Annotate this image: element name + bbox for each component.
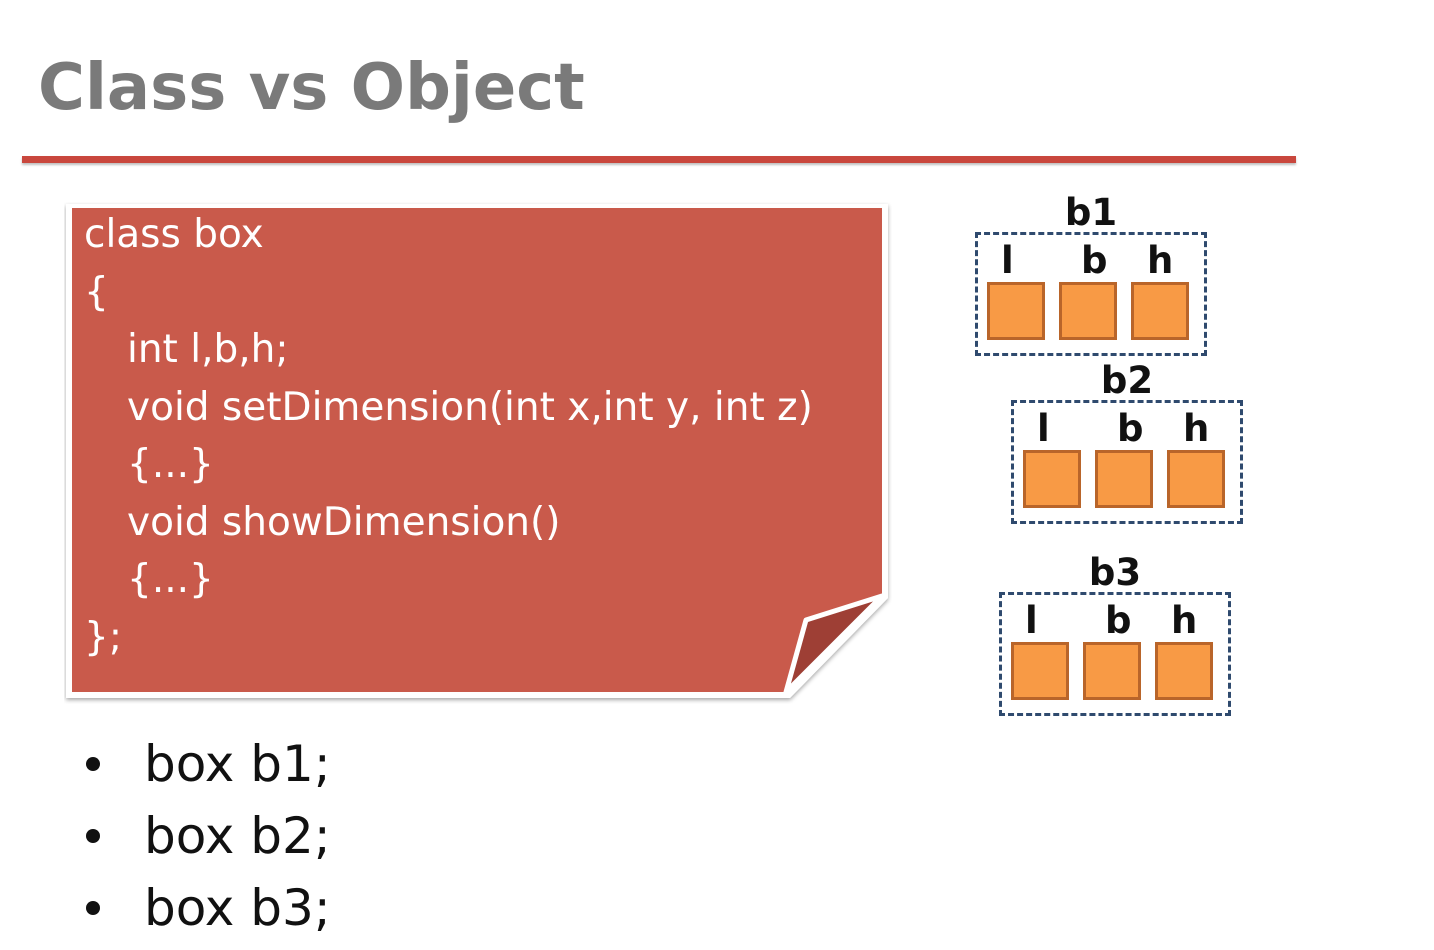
member-label: l (1037, 407, 1050, 450)
object-b2: b2 l b h (1011, 360, 1243, 526)
code-line: }; (84, 614, 122, 660)
code-line: class box (84, 212, 264, 257)
member-cell (1023, 450, 1081, 508)
object-frame (999, 592, 1231, 716)
member-label: h (1147, 239, 1174, 282)
code-note-card: class box { int l,b,h; void setDimension… (64, 202, 892, 704)
member-label: b (1081, 239, 1108, 282)
code-line: int l,b,h; (127, 327, 289, 372)
bullet-icon (86, 901, 100, 915)
member-cell (1167, 450, 1225, 508)
member-label: h (1171, 599, 1198, 642)
list-item-text: box b1; (144, 735, 331, 793)
member-cell (1083, 642, 1141, 700)
list-item-text: box b2; (144, 807, 331, 865)
bullet-icon (86, 757, 100, 771)
code-line: {...} (127, 557, 214, 602)
object-frame (1011, 400, 1243, 524)
object-name: b1 (1064, 191, 1118, 234)
code-line: {...} (127, 442, 214, 487)
object-b1: b1 l b h (975, 192, 1207, 358)
code-line: void showDimension() (127, 499, 561, 545)
title-underline (22, 156, 1296, 163)
declaration-list: box b1; box b2; box b3; (82, 728, 331, 944)
member-label: h (1183, 407, 1210, 450)
member-label: l (1001, 239, 1014, 282)
bullet-icon (86, 829, 100, 843)
list-item: box b2; (82, 800, 331, 872)
code-listing: class box { int l,b,h; void setDimension… (84, 206, 813, 666)
slide-title: Class vs Object (38, 51, 585, 125)
object-name: b3 (1088, 551, 1142, 594)
member-cell (1095, 450, 1153, 508)
code-line: { (84, 269, 109, 315)
note-card-shape (66, 204, 888, 698)
object-name: b2 (1100, 359, 1154, 402)
list-item: box b1; (82, 728, 331, 800)
object-b3: b3 l b h (999, 552, 1231, 718)
object-frame (975, 232, 1207, 356)
member-label: b (1117, 407, 1144, 450)
member-cell (1131, 282, 1189, 340)
list-item: box b3; (82, 872, 331, 944)
member-cell (1011, 642, 1069, 700)
member-label: l (1025, 599, 1038, 642)
note-body (72, 208, 882, 692)
list-item-text: box b3; (144, 879, 331, 937)
note-folded-corner (783, 593, 885, 695)
member-cell (987, 282, 1045, 340)
member-cell (1155, 642, 1213, 700)
member-label: b (1105, 599, 1132, 642)
member-cell (1059, 282, 1117, 340)
code-line: void setDimension(int x,int y, int z) (127, 384, 813, 430)
